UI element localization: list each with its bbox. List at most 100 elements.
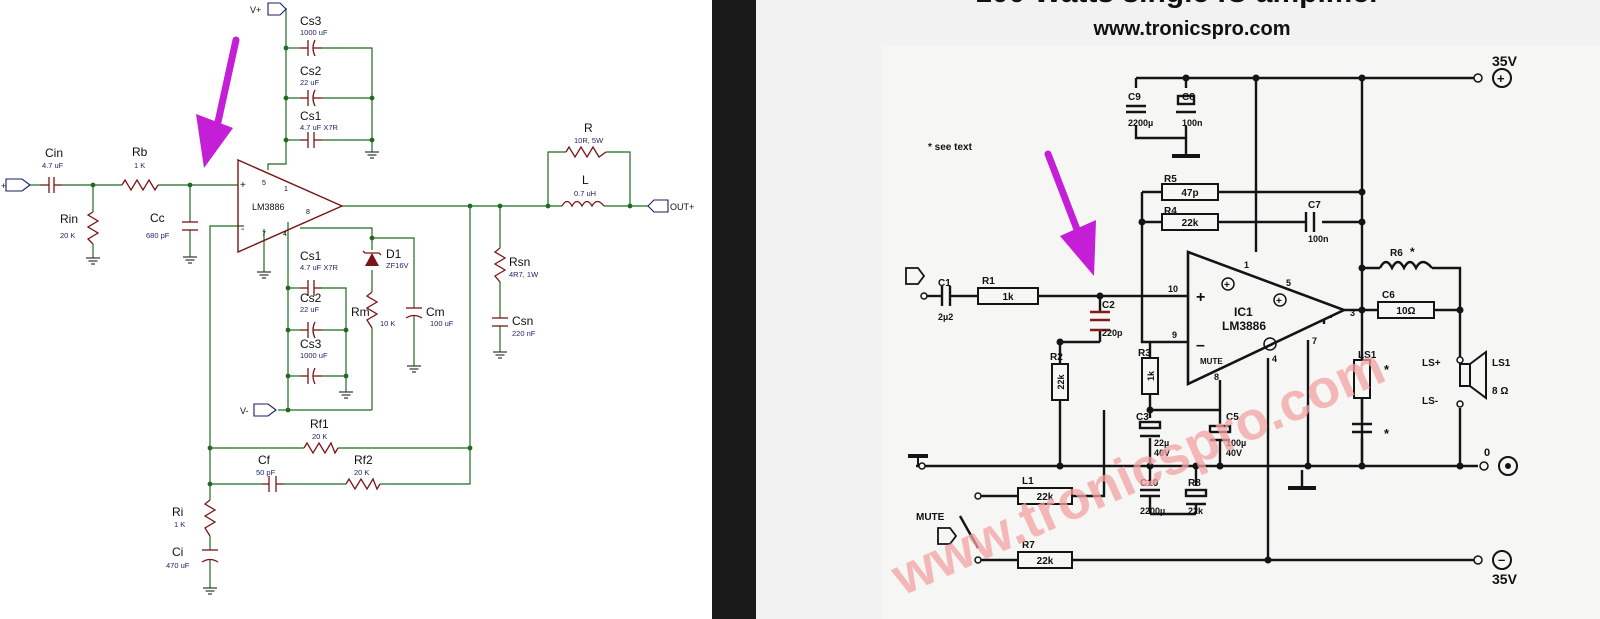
svg-text:4.7 uF X7R: 4.7 uF X7R bbox=[300, 263, 339, 272]
svg-text:40V: 40V bbox=[1226, 448, 1242, 458]
svg-text:*: * bbox=[1384, 362, 1390, 377]
right-junctions bbox=[1056, 74, 1464, 564]
svg-text:0: 0 bbox=[1484, 447, 1490, 459]
svg-text:LM3886: LM3886 bbox=[1222, 319, 1266, 333]
left-schematic: LM3886 + - 5 1 8 7 4 V+ V- OUT+ + Cin 4.… bbox=[1, 2, 694, 595]
left-labels: Cin 4.7 uF Rb 1 K Rin 20 K Cc 680 pF Cs3… bbox=[42, 14, 604, 570]
svg-text:20 K: 20 K bbox=[312, 432, 327, 441]
svg-text:MUTE: MUTE bbox=[1200, 357, 1223, 366]
svg-text:3: 3 bbox=[1350, 308, 1355, 318]
supply-positive: 35V bbox=[1492, 53, 1518, 69]
right-schematic-panel: 100 Watts single IC amplifier www.tronic… bbox=[756, 0, 1600, 619]
svg-text:Cs2: Cs2 bbox=[300, 291, 322, 305]
svg-text:C7: C7 bbox=[1308, 200, 1321, 211]
svg-text:R5: R5 bbox=[1164, 174, 1177, 185]
svg-text:1k: 1k bbox=[1146, 370, 1156, 381]
svg-text:+: + bbox=[1224, 280, 1230, 291]
svg-text:R1: R1 bbox=[982, 276, 995, 287]
svg-text:20 K: 20 K bbox=[354, 468, 369, 477]
image-divider bbox=[712, 0, 756, 619]
left-resistors bbox=[86, 145, 607, 537]
svg-text:40V: 40V bbox=[1154, 448, 1170, 458]
svg-text:Cin: Cin bbox=[45, 146, 63, 160]
left-schematic-panel: LM3886 + - 5 1 8 7 4 V+ V- OUT+ + Cin 4.… bbox=[0, 0, 712, 619]
svg-text:10: 10 bbox=[1168, 284, 1178, 294]
svg-text:5: 5 bbox=[1286, 278, 1291, 288]
svg-text:10Ω: 10Ω bbox=[1396, 306, 1415, 317]
svg-text:L1: L1 bbox=[1022, 476, 1034, 487]
svg-text:LS1: LS1 bbox=[1492, 358, 1511, 369]
svg-text:100 uF: 100 uF bbox=[430, 319, 454, 328]
page-title-partial: 100 Watts single IC amplifier bbox=[975, 0, 1381, 9]
svg-text:50 pF: 50 pF bbox=[256, 468, 276, 477]
svg-text:220p: 220p bbox=[1102, 328, 1123, 338]
svg-text:22k: 22k bbox=[1037, 556, 1054, 567]
ic-plus: + bbox=[1196, 289, 1205, 306]
right-speaker-ls1: LS1 8 Ω LS+ LS- bbox=[1422, 350, 1511, 408]
svg-text:R3: R3 bbox=[1138, 348, 1151, 359]
svg-text:10 K: 10 K bbox=[380, 319, 395, 328]
svg-text:7: 7 bbox=[1312, 336, 1317, 346]
svg-text:LS-: LS- bbox=[1422, 396, 1438, 407]
svg-text:Rm: Rm bbox=[351, 305, 370, 319]
svg-text:8: 8 bbox=[1214, 372, 1219, 382]
svg-text:ZF16V: ZF16V bbox=[386, 261, 409, 270]
svg-text:+: + bbox=[1497, 71, 1505, 86]
svg-text:0.7 uH: 0.7 uH bbox=[574, 189, 596, 198]
svg-text:1000 uF: 1000 uF bbox=[300, 351, 328, 360]
svg-text:C9: C9 bbox=[1128, 92, 1141, 103]
svg-text:C10: C10 bbox=[1140, 478, 1159, 489]
svg-text:22 uF: 22 uF bbox=[300, 305, 320, 314]
svg-text:220 nF: 220 nF bbox=[512, 329, 536, 338]
right-schematic: 100 Watts single IC amplifier www.tronic… bbox=[882, 0, 1518, 608]
right-capacitors bbox=[936, 94, 1372, 506]
svg-text:2200µ: 2200µ bbox=[1128, 118, 1153, 128]
svg-text:R: R bbox=[584, 121, 593, 135]
right-inductor-l1 bbox=[1378, 260, 1433, 271]
svg-text:Cf: Cf bbox=[258, 453, 271, 467]
svg-text:Cm: Cm bbox=[426, 305, 445, 319]
svg-text:C6: C6 bbox=[1382, 290, 1395, 301]
svg-text:22k: 22k bbox=[1182, 218, 1199, 229]
pin-1: 1 bbox=[284, 186, 288, 193]
pin-7: 7 bbox=[262, 231, 266, 238]
svg-text:Cs2: Cs2 bbox=[300, 64, 322, 78]
svg-text:Rb: Rb bbox=[132, 145, 148, 159]
svg-text:C2: C2 bbox=[1102, 300, 1115, 311]
svg-text:+: + bbox=[1276, 296, 1282, 307]
right-resistors: 1k 47p 22k 22k 1k 22k 22k 10Ω bbox=[977, 183, 1435, 569]
svg-text:–: – bbox=[1498, 552, 1505, 567]
svg-text:22 uF: 22 uF bbox=[300, 78, 320, 87]
right-component-labels: C1 2µ2 R1 C2 220p R2 R3 C3 22µ 40V C5 10… bbox=[938, 92, 1415, 551]
left-wires bbox=[30, 8, 648, 588]
watermark-text: www.tronicspro.com bbox=[882, 336, 1393, 608]
svg-text:R2: R2 bbox=[1050, 352, 1063, 363]
svg-text:LS1: LS1 bbox=[1358, 350, 1377, 361]
svg-text:LM3886: LM3886 bbox=[252, 202, 285, 212]
svg-text:IC1: IC1 bbox=[1234, 305, 1253, 319]
port-vplus: V+ bbox=[250, 5, 261, 15]
svg-text:C3: C3 bbox=[1136, 412, 1149, 423]
svg-text:1 K: 1 K bbox=[134, 161, 145, 170]
svg-text:Rin: Rin bbox=[60, 212, 78, 226]
svg-text:Ci: Ci bbox=[172, 545, 183, 559]
svg-text:22k: 22k bbox=[1188, 506, 1204, 516]
pin-4: 4 bbox=[283, 231, 287, 238]
port-out: OUT+ bbox=[670, 202, 694, 212]
svg-text:1 K: 1 K bbox=[174, 520, 185, 529]
svg-text:470 uF: 470 uF bbox=[166, 561, 190, 570]
svg-text:R8: R8 bbox=[1188, 478, 1201, 489]
svg-text:R6: R6 bbox=[1390, 248, 1403, 259]
svg-text:2200µ: 2200µ bbox=[1140, 506, 1165, 516]
svg-text:Rsn: Rsn bbox=[509, 255, 530, 269]
left-opamp-plus: + bbox=[240, 180, 246, 191]
svg-text:1: 1 bbox=[1244, 260, 1249, 270]
svg-text:Cc: Cc bbox=[150, 211, 165, 225]
svg-text:47p: 47p bbox=[1181, 188, 1198, 199]
svg-text:22k: 22k bbox=[1037, 492, 1054, 503]
mute-switch-label: MUTE bbox=[916, 512, 945, 523]
svg-text:Rf2: Rf2 bbox=[354, 453, 373, 467]
svg-text:4R7, 1W: 4R7, 1W bbox=[509, 270, 539, 279]
port-in: + bbox=[1, 181, 6, 191]
svg-text:10R, 5W: 10R, 5W bbox=[574, 136, 604, 145]
